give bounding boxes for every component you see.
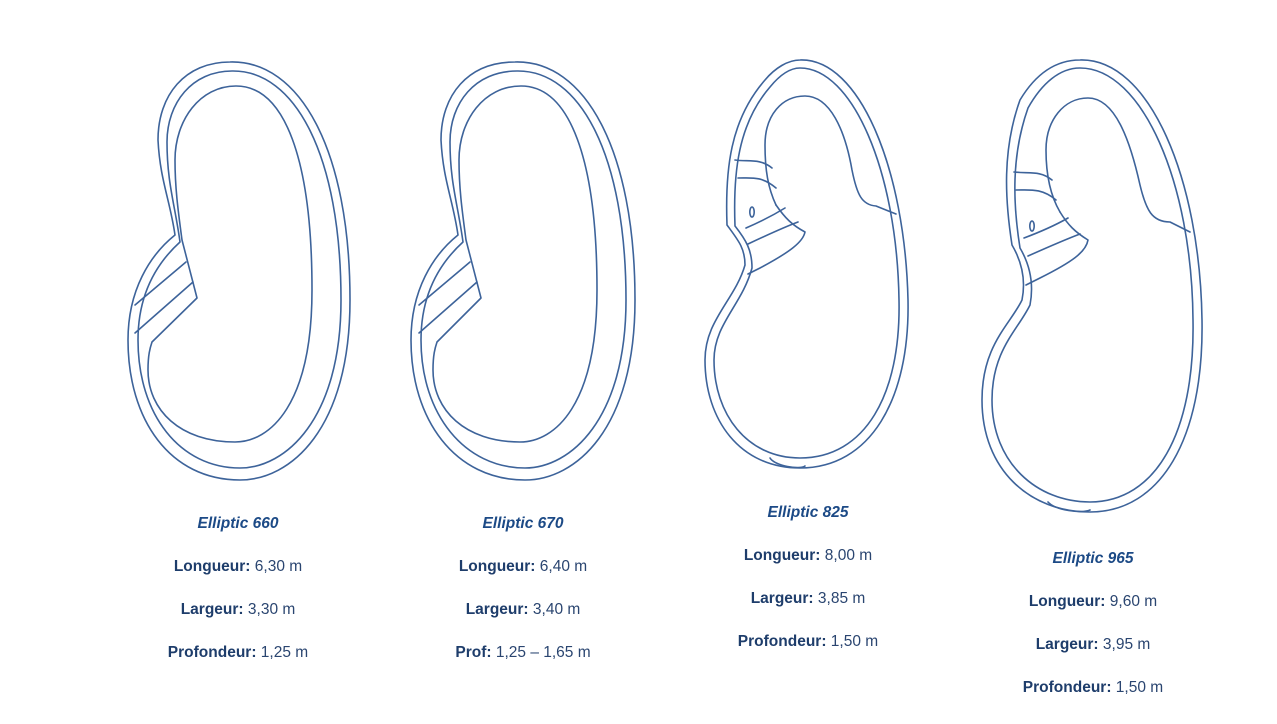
spec-value: 9,60 m (1109, 593, 1158, 610)
spec-width: Largeur: 3,40 m (398, 600, 648, 620)
spec-label: Longueur: (743, 547, 821, 564)
spec-depth: Prof: 1,25 – 1,65 m (398, 643, 648, 663)
spec-block-elliptic-660: Elliptic 660 Longueur: 6,30 m Largeur: 3… (113, 514, 363, 663)
spec-length: Longueur: 8,00 m (683, 546, 933, 566)
spec-label: Longueur: (458, 558, 536, 575)
spec-label: Longueur: (1028, 593, 1106, 610)
model-name: Elliptic 965 (1052, 550, 1134, 567)
freeform-pool-outline-icon (704, 59, 909, 469)
spec-length: Longueur: 6,40 m (398, 557, 648, 577)
freeform-pool-outline-icon (981, 59, 1203, 513)
model-name: Elliptic 825 (767, 504, 849, 521)
spec-value: 3,40 m (532, 601, 581, 618)
spec-label: Profondeur: (1022, 679, 1112, 696)
spec-label: Largeur: (465, 601, 529, 618)
spec-depth: Profondeur: 1,50 m (683, 632, 933, 652)
spec-depth: Profondeur: 1,50 m (968, 678, 1218, 698)
spec-block-elliptic-825: Elliptic 825 Longueur: 8,00 m Largeur: 3… (683, 503, 933, 652)
spec-value: 6,40 m (539, 558, 588, 575)
spec-label: Largeur: (750, 590, 814, 607)
spec-length: Longueur: 6,30 m (113, 557, 363, 577)
spec-width: Largeur: 3,95 m (968, 635, 1218, 655)
spec-label: Prof: (455, 644, 492, 661)
spec-value: 8,00 m (824, 547, 873, 564)
spec-value: 3,30 m (247, 601, 296, 618)
kidney-pool-outline-icon (410, 61, 636, 481)
spec-label: Largeur: (180, 601, 244, 618)
kidney-pool-outline-icon (127, 61, 351, 481)
model-name: Elliptic 660 (197, 515, 279, 532)
spec-block-elliptic-670: Elliptic 670 Longueur: 6,40 m Largeur: 3… (398, 514, 648, 663)
spec-value: 6,30 m (254, 558, 303, 575)
spec-value: 1,25 – 1,65 m (495, 644, 591, 661)
spec-value: 3,95 m (1102, 636, 1151, 653)
spec-length: Longueur: 9,60 m (968, 592, 1218, 612)
spec-value: 1,25 m (260, 644, 309, 661)
spec-value: 1,50 m (830, 633, 879, 650)
spec-width: Largeur: 3,30 m (113, 600, 363, 620)
spec-label: Largeur: (1035, 636, 1099, 653)
spec-width: Largeur: 3,85 m (683, 589, 933, 609)
spec-label: Profondeur: (737, 633, 827, 650)
spec-label: Profondeur: (167, 644, 257, 661)
spec-block-elliptic-965: Elliptic 965 Longueur: 9,60 m Largeur: 3… (968, 549, 1218, 698)
spec-value: 1,50 m (1115, 679, 1164, 696)
spec-value: 3,85 m (817, 590, 866, 607)
model-name: Elliptic 670 (482, 515, 564, 532)
spec-label: Longueur: (173, 558, 251, 575)
spec-depth: Profondeur: 1,25 m (113, 643, 363, 663)
